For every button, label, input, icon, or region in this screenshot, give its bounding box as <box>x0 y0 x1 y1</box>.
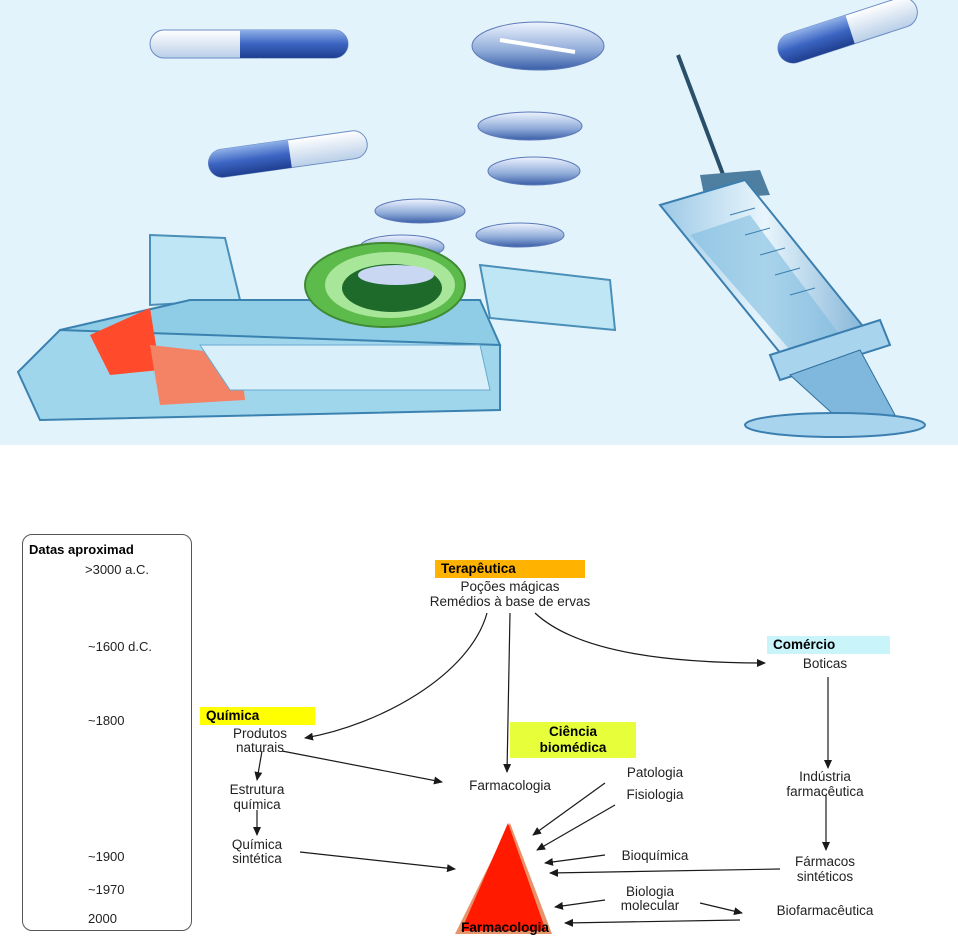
arrow-produtos-farmacologia <box>281 750 443 785</box>
terapeutica-line1: Poções mágicas <box>460 579 560 594</box>
fisiologia-label: Fisiologia <box>626 787 684 802</box>
terapeutica-tag: Terapêutica <box>435 560 585 578</box>
ciencia-tag-line1: Ciência <box>548 724 598 739</box>
timeline-date: ~1600 d.C. <box>88 639 152 654</box>
capsule-icon <box>149 29 349 59</box>
arrow-biologia-biofarmaceutica <box>699 902 743 916</box>
bioquimica-label: Bioquímica <box>621 848 689 863</box>
arrow-farmacos-pyramid <box>549 868 781 877</box>
estrutura-label-2: química <box>233 797 281 812</box>
industria-label-2: farmacêutica <box>786 784 864 799</box>
timeline-box: Datas aproximad >3000 a.C. ~1600 d.C. ~1… <box>22 534 192 931</box>
terapeutica-line2: Remédios à base de ervas <box>429 594 591 609</box>
sintetica-label-2: sintética <box>232 851 282 866</box>
syringe-icon <box>658 54 926 438</box>
produtos-label-1: Produtos <box>232 726 288 741</box>
arrow-fisiologia-pyramid <box>536 804 616 851</box>
tablet-icon <box>475 222 565 248</box>
timeline-date: 2000 <box>88 911 117 926</box>
arrow-terapeutica-quimica <box>304 612 488 741</box>
farmacologia-result-label: Farmacologia <box>461 920 549 935</box>
sintetica-label-1: Química <box>231 837 283 852</box>
produtos-label-2: naturais <box>235 740 285 755</box>
timeline-date: >3000 a.C. <box>85 562 149 577</box>
medicine-illustration <box>0 0 958 445</box>
arrow-terapeutica-farmacologia <box>503 612 512 773</box>
tablet-icon <box>477 111 583 141</box>
timeline-date: ~1970 <box>88 882 125 897</box>
tablet-icon <box>374 198 466 224</box>
arrow-biofarmaceutica-pyramid <box>564 918 741 927</box>
blister-pack-icon <box>16 233 617 422</box>
comercio-tag: Comércio <box>767 636 890 654</box>
arrow-biologia-pyramid <box>554 899 606 910</box>
tablet-icon <box>471 21 605 71</box>
biofarmaceutica-label: Biofarmacêutica <box>776 903 874 918</box>
diagram-connectors <box>253 612 832 934</box>
farmacologia-label: Farmacologia <box>469 778 551 793</box>
farmacos-label-1: Fármacos <box>794 854 855 869</box>
timeline-date: ~1800 <box>88 713 125 728</box>
ciencia-tag-line2: biomédica <box>539 740 607 755</box>
timeline-date: ~1900 <box>88 849 125 864</box>
farmacos-label-2: sintéticos <box>796 869 854 884</box>
capsule-icon <box>777 0 918 64</box>
tablet-icon <box>487 156 581 186</box>
quimica-tag: Química <box>200 707 315 725</box>
arrow-produtos-estrutura <box>254 750 263 781</box>
estrutura-label-1: Estrutura <box>229 782 285 797</box>
patologia-label: Patologia <box>626 765 684 780</box>
timeline-header: Datas aproximad <box>29 542 134 557</box>
capsule-icon <box>208 130 368 178</box>
arrow-sintetica-pyramid <box>299 851 456 873</box>
farmacologia-pyramid-icon <box>455 823 552 934</box>
industria-label-1: Indústria <box>799 769 851 784</box>
arrow-terapeutica-comercio <box>534 612 766 667</box>
ciencia-biomedica-tag: Ciência biomédica <box>510 722 636 758</box>
boticas-label: Boticas <box>802 656 848 671</box>
biologia-label-1: Biologia <box>625 884 675 899</box>
arrow-patologia-pyramid <box>532 782 606 836</box>
pharmacology-history-diagram: Datas aproximad >3000 a.C. ~1600 d.C. ~1… <box>0 445 958 938</box>
biologia-label-2: molecular <box>620 898 680 913</box>
medicine-illustration-svg <box>16 0 926 438</box>
arrow-bioquimica-pyramid <box>544 854 606 866</box>
